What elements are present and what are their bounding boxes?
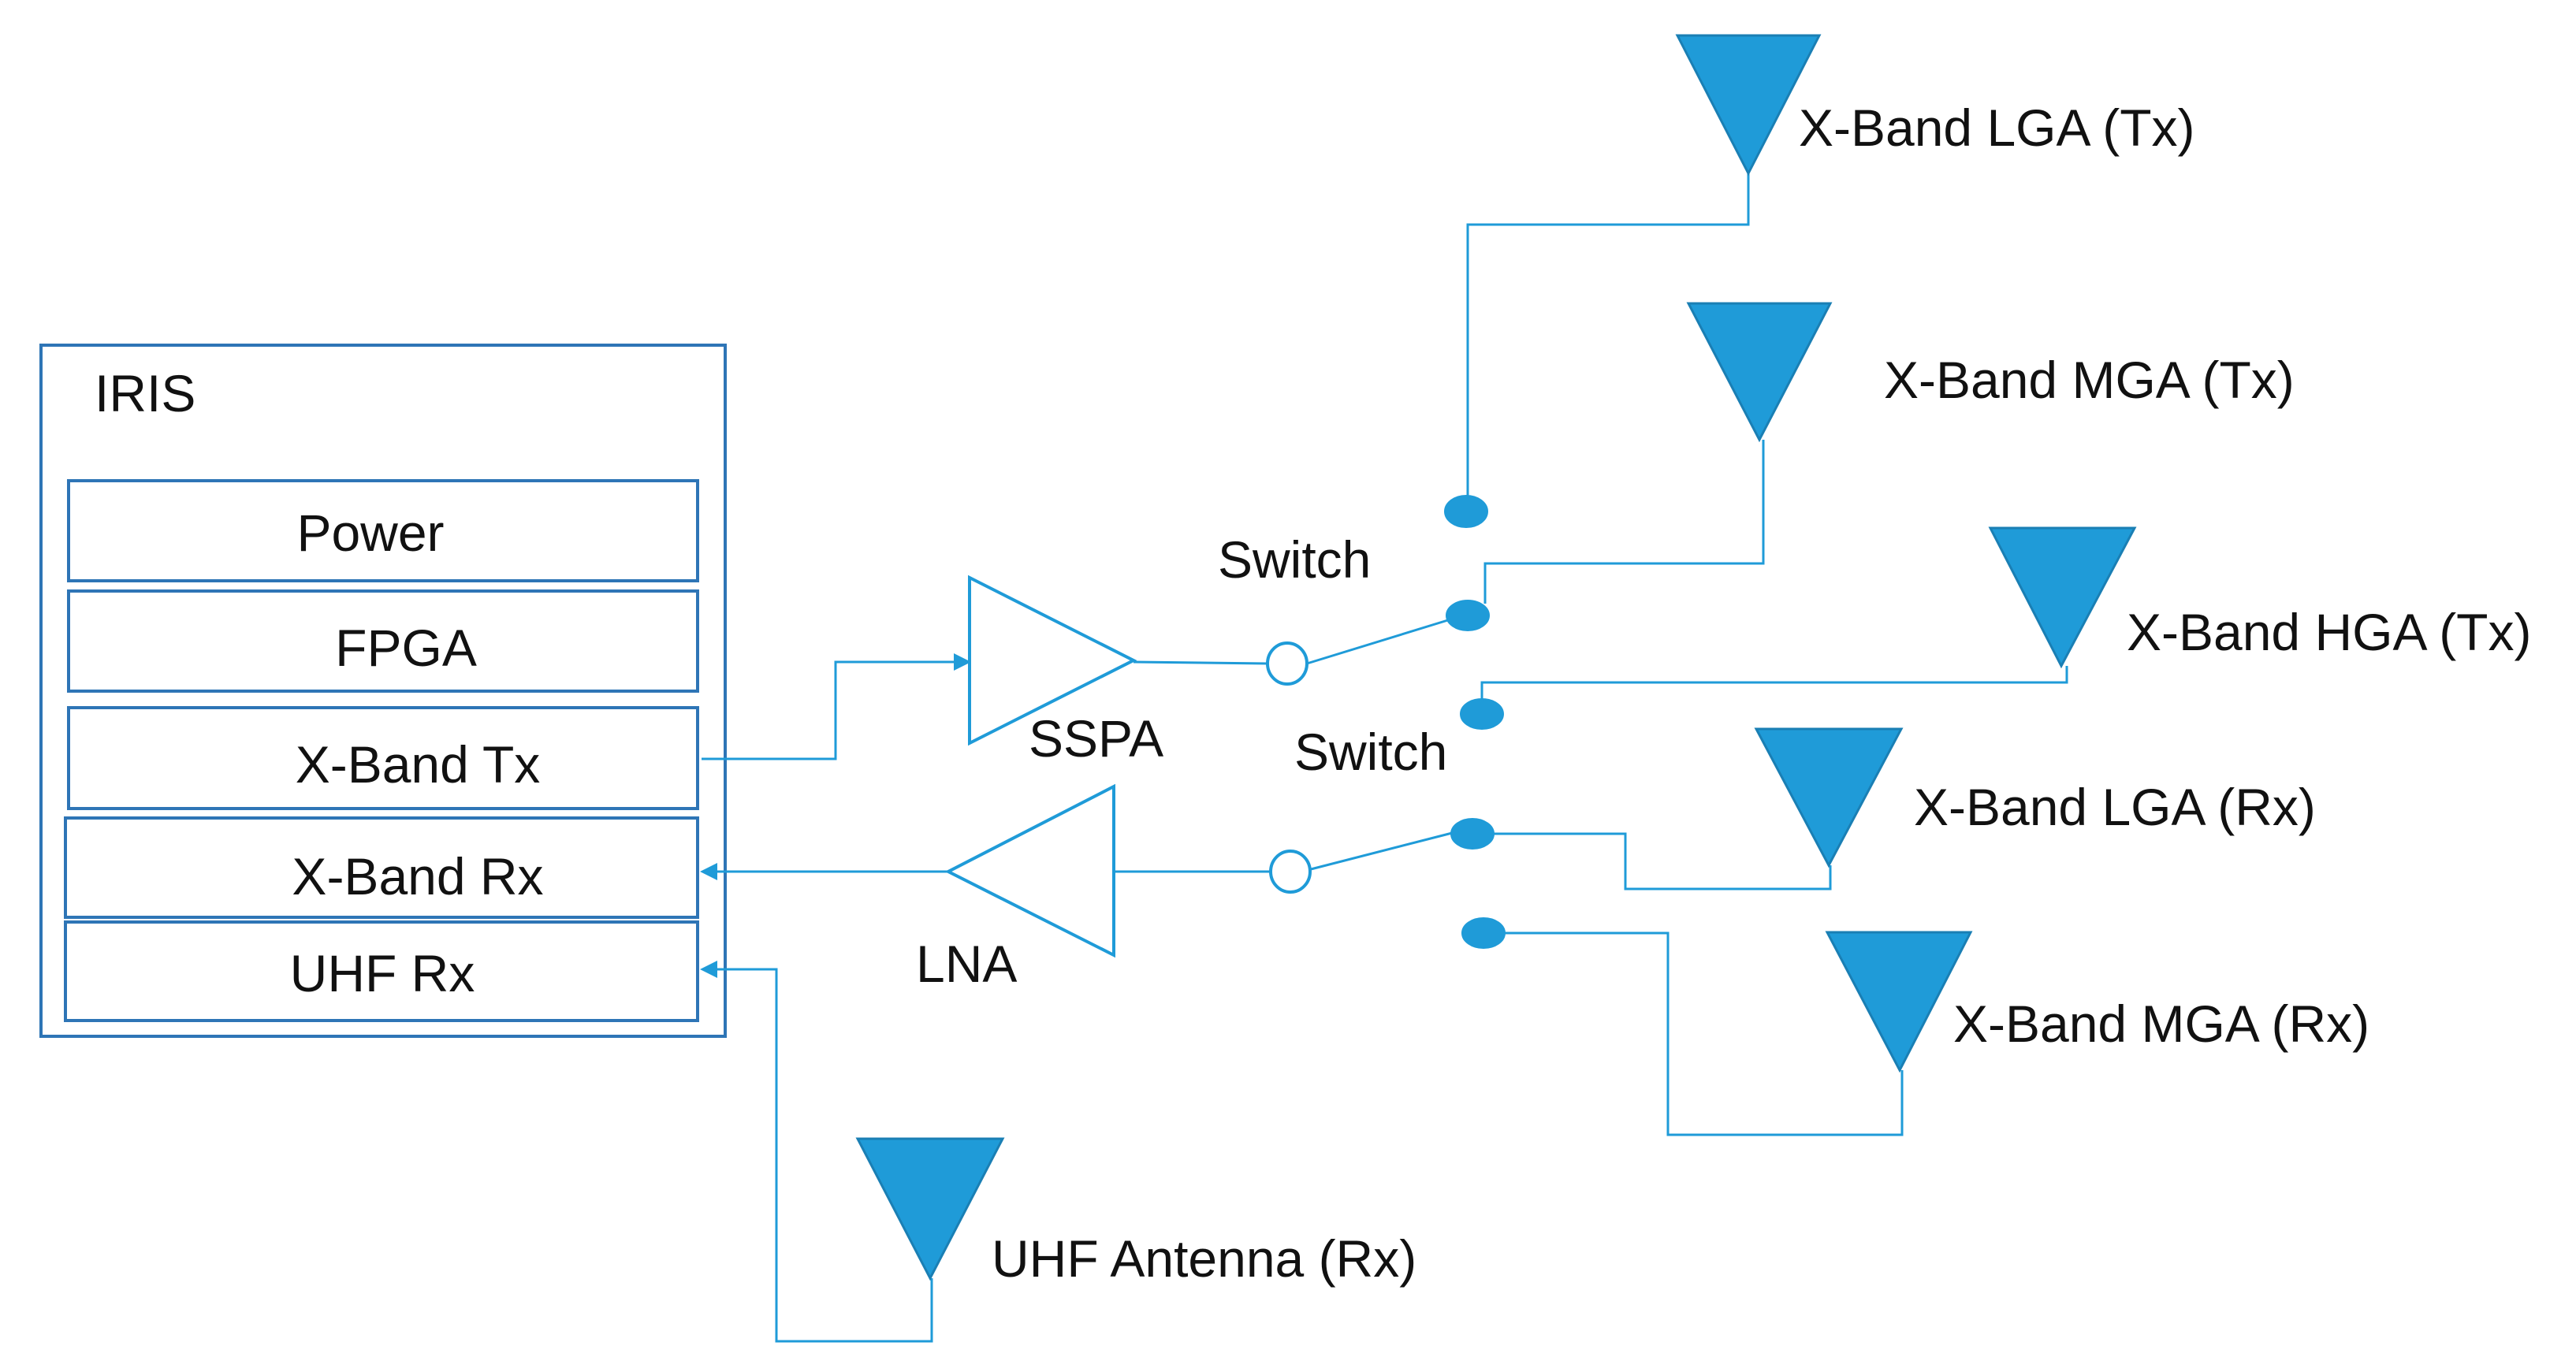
tx-signal-line: [702, 660, 962, 760]
uhf-signal-line: [711, 968, 933, 1343]
xband-tx-module-label: X-Band Tx: [296, 735, 541, 794]
rx-arrowhead: [700, 863, 717, 880]
sspa-amplifier: [968, 574, 1137, 746]
antenna-xband-hga-tx: X-Band HGA (Tx): [1988, 526, 2531, 669]
xband-rx-module-label: X-Band Rx: [292, 847, 543, 905]
power-module-label: Power: [296, 504, 444, 562]
sspa-label: SSPA: [1029, 709, 1163, 768]
mga-rx-antenna-icon: [1825, 931, 1973, 1073]
hga-tx-antenna-icon: [1988, 526, 2137, 669]
uhf-path: [700, 961, 933, 1343]
fpga-module-label: FPGA: [335, 619, 477, 677]
sspa-output-line: [1133, 660, 1268, 665]
antenna-xband-mga-rx-label: X-Band MGA (Rx): [1953, 995, 2369, 1053]
uhf-rx-module-label: UHF Rx: [290, 944, 475, 1002]
antenna-uhf-rx-label: UHF Antenna (Rx): [992, 1229, 1416, 1288]
uhf-antenna-icon: [855, 1137, 1005, 1281]
lga-rx-antenna-icon: [1754, 727, 1904, 868]
antenna-uhf-rx: UHF Antenna (Rx): [855, 1137, 1416, 1288]
antenna-xband-lga-tx-label: X-Band LGA (Tx): [1799, 99, 2195, 157]
antenna-xband-mga-rx: X-Band MGA (Rx): [1825, 931, 2369, 1073]
tx-switch-label: Switch: [1218, 530, 1371, 589]
lga-tx-antenna-icon: [1675, 34, 1822, 177]
tx-switch-contact-lga: [1444, 495, 1488, 528]
tx-switch-contact-hga: [1460, 698, 1504, 730]
rx-switch-arm: [1310, 830, 1459, 871]
tx-arrowhead: [954, 653, 971, 671]
mga-tx-feed: [1483, 440, 1765, 604]
rx-switch-label: Switch: [1294, 723, 1447, 781]
rx-switch-contact-mga: [1461, 917, 1506, 949]
iris-title: IRIS: [95, 364, 195, 422]
rx-antenna-feeds: [1494, 832, 1904, 1136]
tx-path: SSPA Switch: [702, 495, 1504, 768]
hga-tx-feed: [1480, 666, 2068, 701]
antenna-xband-lga-tx: X-Band LGA (Tx): [1675, 34, 2195, 177]
mga-rx-feed: [1505, 931, 1904, 1136]
rx-path: Switch LNA: [700, 723, 1506, 993]
uhf-rx-module: [64, 920, 699, 1022]
uhf-arrowhead: [700, 961, 717, 978]
power-module: [67, 479, 699, 582]
antenna-xband-mga-tx-label: X-Band MGA (Tx): [1884, 351, 2295, 409]
lga-tx-feed: [1466, 173, 1750, 497]
rx-switch-contact-lga: [1450, 818, 1495, 850]
antenna-xband-hga-tx-label: X-Band HGA (Tx): [2127, 603, 2531, 661]
xband-rx-module: [64, 816, 699, 919]
fpga-module: [67, 589, 699, 693]
mga-tx-antenna-icon: [1686, 302, 1833, 443]
antenna-xband-mga-tx: X-Band MGA (Tx): [1686, 302, 2295, 443]
tx-antenna-feeds: [1466, 173, 2068, 701]
rx-switch-pivot: [1269, 850, 1312, 894]
lna-label: LNA: [916, 935, 1017, 993]
iris-radio: IRIS Power FPGA X-Band Tx X-Band Rx UHF …: [39, 344, 727, 1038]
xband-tx-module: [67, 706, 699, 810]
lga-rx-feed: [1494, 832, 1832, 890]
tx-switch-arm: [1306, 618, 1451, 665]
lna-amplifier: [944, 783, 1115, 958]
tx-switch-contact-mga: [1446, 600, 1490, 631]
antenna-xband-lga-rx: X-Band LGA (Rx): [1754, 727, 2316, 868]
tx-switch-pivot: [1266, 641, 1308, 686]
antenna-xband-lga-rx-label: X-Band LGA (Rx): [1914, 778, 2316, 836]
